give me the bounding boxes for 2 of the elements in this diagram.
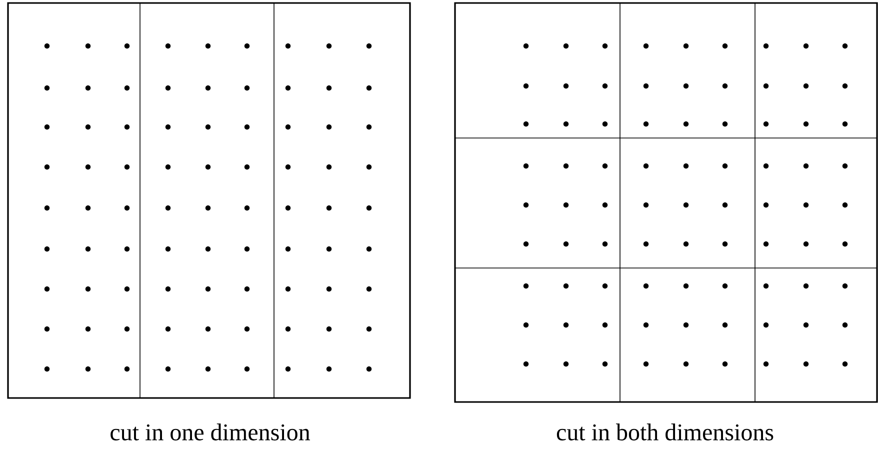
- caption: cut in one dimension: [110, 424, 310, 440]
- caption: cut in both dimensions: [556, 424, 774, 440]
